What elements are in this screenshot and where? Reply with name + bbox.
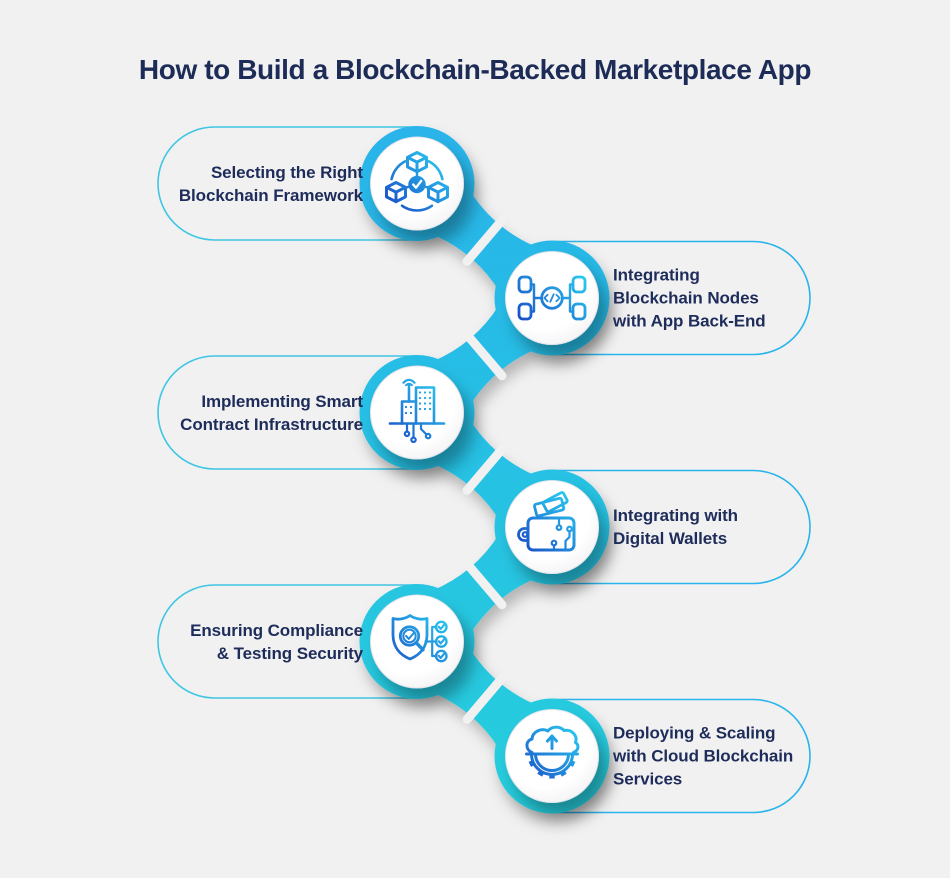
cloud-gear-icon — [525, 725, 580, 779]
blockchain-cubes-icon — [385, 151, 449, 212]
band-notch-3 — [462, 444, 507, 495]
digital-wallet-icon — [517, 491, 576, 552]
step-label-line: Implementing Smart — [201, 392, 363, 411]
step-4-label: Integrating with Digital Wallets — [613, 504, 738, 550]
step-label-line: Integrating with — [613, 506, 738, 525]
step-5-label: Ensuring Compliance & Testing Security — [190, 619, 363, 665]
band-notch-1 — [462, 215, 507, 266]
step-label-line: Contract Infrastructure — [180, 415, 363, 434]
step-circle-6 — [505, 709, 599, 803]
step-label-line: Digital Wallets — [613, 529, 728, 548]
nodes-code-icon — [517, 275, 587, 321]
step-label-line: with Cloud Blockchain — [613, 746, 794, 766]
step-label-line: Blockchain Nodes — [613, 288, 759, 308]
smart-building-icon — [388, 378, 446, 444]
step-label-line: Blockchain Framework — [178, 186, 363, 205]
band-notch-4 — [462, 559, 507, 610]
step-label-line: Deploying & Scaling — [613, 723, 776, 743]
step-6-label: Deploying & Scaling with Cloud Blockchai… — [613, 722, 793, 791]
band-notch-5 — [462, 673, 507, 724]
step-1-label: Selecting the Right Blockchain Framework — [179, 161, 363, 207]
band-notch-2 — [462, 330, 507, 381]
step-label-line: Ensuring Compliance — [190, 621, 363, 640]
step-label-line: Selecting the Right — [210, 163, 363, 182]
page-title: How to Build a Blockchain-Backed Marketp… — [138, 54, 812, 85]
step-label-line: Services — [613, 769, 683, 789]
step-2-label: Integrating Blockchain Nodes with App Ba… — [613, 264, 766, 333]
step-circle-4 — [505, 480, 599, 574]
step-3-label: Implementing Smart Contract Infrastructu… — [180, 390, 363, 436]
step-label-line: with App Back-End — [613, 311, 766, 331]
shield-checklist-icon — [391, 614, 448, 663]
step-label-line: Integrating — [613, 265, 700, 285]
step-label-line: & Testing Security — [216, 644, 363, 663]
